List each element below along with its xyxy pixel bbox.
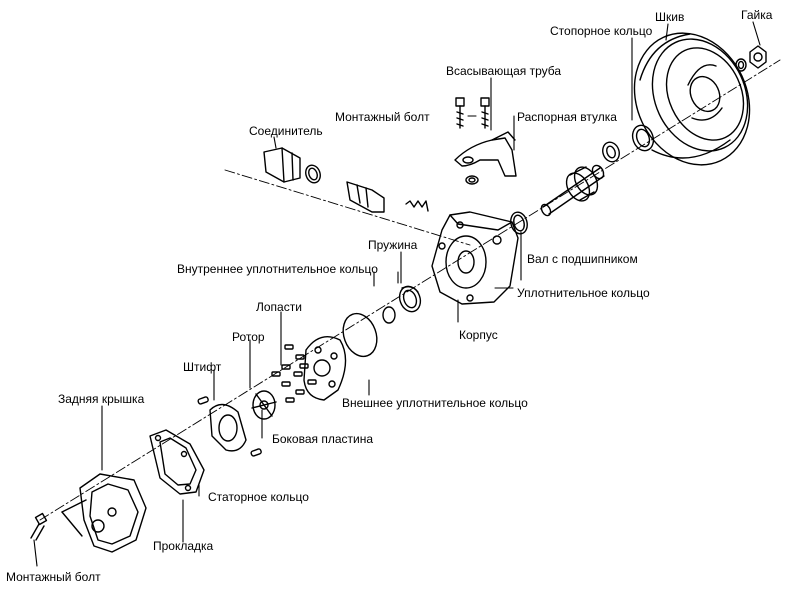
label-shtift: Штифт (183, 360, 222, 374)
outer-o-ring (342, 312, 378, 358)
pins (197, 396, 262, 457)
mounting-bolts-top (455, 97, 490, 129)
rotor (251, 390, 277, 420)
vanes (271, 344, 317, 403)
spring (398, 285, 422, 313)
suction-pipe (454, 131, 517, 185)
cam-ring (209, 403, 247, 452)
snap-ring (631, 124, 655, 152)
label-uplotnitelnoe-kolco: Уплотнительное кольцо (517, 286, 650, 300)
label-val-s-podshipnikom: Вал с подшипником (527, 252, 638, 266)
label-montazhny-bolt-top: Монтажный болт (335, 110, 430, 124)
label-vneshnee-uplotnitelnoe-kolco: Внешнее уплотнительное кольцо (342, 396, 528, 410)
gasket (149, 429, 205, 495)
inner-o-ring (382, 306, 396, 324)
label-raspornaya-vtulka: Распорная втулка (517, 110, 617, 124)
label-gaika: Гайка (741, 8, 773, 22)
label-vsasyvayushchaya-truba: Всасывающая труба (446, 64, 562, 78)
label-montazhny-bolt-bottom: Монтажный болт (6, 570, 101, 584)
label-rotor: Ротор (232, 330, 265, 344)
label-shkiv: Шкив (655, 10, 685, 24)
side-plate (303, 336, 347, 401)
mounting-bolt-bottom (30, 512, 48, 541)
rear-cover (61, 473, 147, 553)
label-bokovaya-plastina: Боковая пластина (272, 432, 374, 446)
label-vnutrennee-uplotnitelnoe-kolco: Внутреннее уплотнительное кольцо (177, 262, 378, 276)
shaft-with-bearing (540, 164, 605, 217)
label-stopornoe-kolco: Стопорное кольцо (550, 24, 653, 38)
label-zadnyaya-kryshka: Задняя крышка (58, 392, 145, 406)
flow-control-valve (346, 181, 429, 213)
oil-seal (510, 211, 528, 235)
label-pruzhina: Пружина (368, 238, 418, 252)
spacer-sleeve (602, 141, 620, 163)
connector (263, 147, 321, 184)
housing (431, 211, 519, 305)
label-korpus: Корпус (459, 328, 498, 342)
label-soedinitel: Соединитель (249, 124, 323, 138)
label-prokladka: Прокладка (153, 539, 214, 553)
leader-lines (33, 21, 761, 567)
label-statornoe-kolco: Статорное кольцо (208, 490, 309, 504)
label-lopasti: Лопасти (256, 300, 302, 314)
nut (735, 45, 767, 72)
pulley (633, 32, 751, 166)
